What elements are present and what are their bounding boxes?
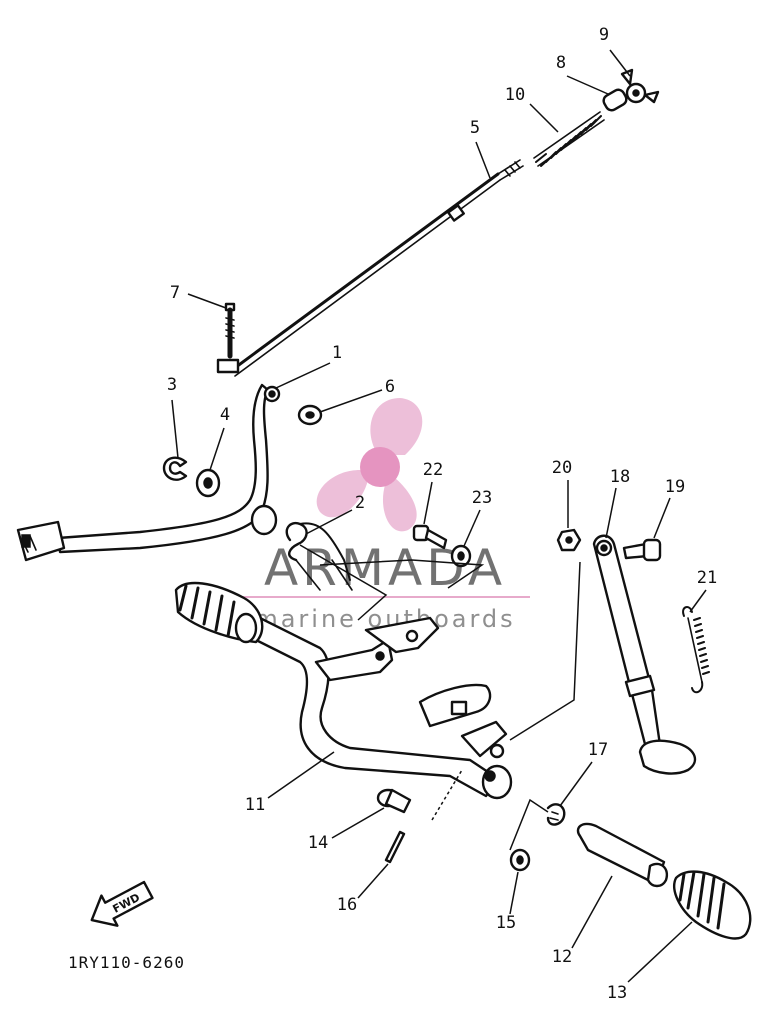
part-cotter-pin-16 [384,830,406,864]
part-bolt-22 [412,524,448,550]
part-footpeg-rubber-left [174,581,264,644]
callout-5: 5 [470,118,480,138]
part-brake-spring [533,111,605,167]
callout-20: 20 [552,458,572,478]
part-footrest-bar [238,610,513,800]
callout-11: 11 [245,795,265,815]
part-wing-nut [620,68,660,104]
part-footpeg-rubber-right [673,870,752,940]
callout-21: 21 [697,568,717,588]
callout-10: 10 [505,85,525,105]
callout-8: 8 [556,53,566,73]
part-washer-15 [509,848,531,872]
part-nut-20 [556,528,582,552]
part-clevis-pin-14 [376,788,412,814]
callout-14: 14 [308,833,328,853]
part-pin-7 [224,302,236,359]
callout-7: 7 [170,283,180,303]
callout-12: 12 [552,947,572,967]
leader-lines [171,49,707,983]
callout-15: 15 [496,913,516,933]
diagram-code: 1RY110-6260 [68,953,185,972]
fwd-arrow-icon [90,880,154,927]
callout-13: 13 [607,983,627,1003]
callout-19: 19 [665,477,685,497]
watermark: ARMADA marine outboards [240,398,530,633]
part-circlip-3 [162,456,188,481]
part-washer-4 [195,468,221,498]
part-circlip-23 [450,544,472,568]
watermark-propeller-logo [316,398,423,532]
callout-18: 18 [610,467,630,487]
callout-3: 3 [167,375,177,395]
callout-22: 22 [423,460,443,480]
callout-4: 4 [220,405,230,425]
part-footpeg-right [576,822,669,888]
fwd-arrow: FWD [90,880,154,927]
part-brake-rod [216,159,524,377]
assembly-guide-lines [299,544,581,851]
callout-9: 9 [599,25,609,45]
part-bolt-19 [622,538,662,562]
callout-17: 17 [588,740,608,760]
part-side-stand [592,534,697,775]
callout-23: 23 [472,488,492,508]
part-rod-joint [602,88,628,112]
callout-1: 1 [332,343,342,363]
watermark-brand: ARMADA [264,539,506,597]
part-spring-17 [546,803,566,826]
part-stand-spring [682,606,710,694]
part-washer-6 [297,404,323,426]
part-brake-pedal [16,383,281,562]
callout-6: 6 [385,377,395,397]
callout-2: 2 [355,493,365,513]
callout-16: 16 [337,895,357,915]
